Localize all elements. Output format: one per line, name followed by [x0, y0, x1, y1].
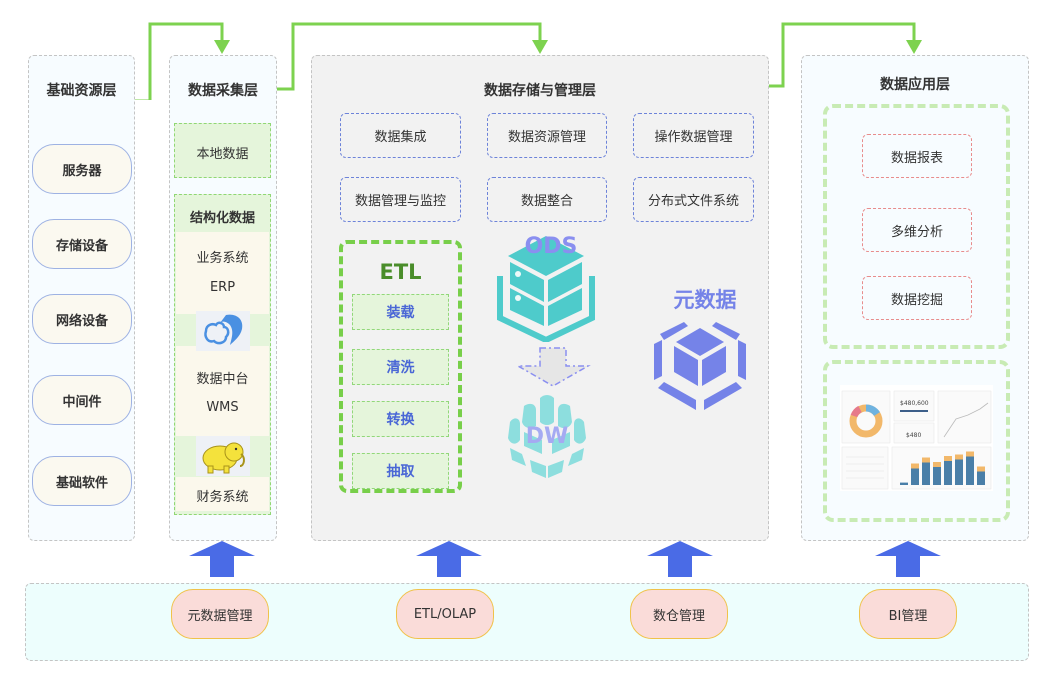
dw-label: DW — [525, 424, 569, 449]
dashboard-bar — [922, 462, 930, 485]
infra-item-storage[interactable]: 存储设备 — [32, 219, 132, 269]
module-distributed-file-system[interactable]: 分布式文件系统 — [633, 177, 754, 222]
mgmt-metadata[interactable]: 元数据管理 — [171, 589, 269, 639]
infrastructure-layer-title: 基础资源层 — [46, 83, 117, 99]
structured-data-title: 结构化数据 — [189, 211, 255, 226]
app-item-data-mining[interactable]: 数据挖掘 — [862, 276, 972, 320]
mgmt-etl-olap[interactable]: ETL/OLAP — [396, 589, 494, 639]
module-operational-data-management[interactable]: 操作数据管理 — [633, 113, 754, 158]
infra-item-network[interactable]: 网络设备 — [32, 294, 132, 344]
etl-step-transform[interactable]: 转换 — [352, 401, 449, 437]
infra-item-middleware[interactable]: 中间件 — [32, 375, 132, 425]
dashboard-kpi-1: $480,600 — [900, 400, 929, 407]
ods-to-dw-arrow — [515, 347, 591, 387]
dw-icon — [508, 395, 586, 478]
storage-layer-title: 数据存储与管理层 — [484, 83, 596, 99]
collection-layer-title: 数据采集层 — [188, 83, 258, 99]
module-data-resource-management[interactable]: 数据资源管理 — [487, 113, 607, 158]
source-business-system: 业务系统 — [196, 251, 249, 266]
dashboard-bar — [977, 471, 985, 485]
up-arrow-dw-mgmt — [647, 541, 713, 577]
dashboard-thumbnail: $480,600 $480 — [840, 385, 993, 491]
module-data-consolidation[interactable]: 数据整合 — [487, 177, 607, 222]
local-data-label: 本地数据 — [196, 147, 249, 162]
metadata-icon — [654, 322, 746, 410]
ods-label: ODS — [524, 234, 578, 259]
mgmt-bi[interactable]: BI管理 — [859, 589, 957, 639]
ods-icon — [497, 236, 595, 342]
arrowhead-storage — [532, 40, 548, 54]
etl-step-extract[interactable]: 抽取 — [352, 453, 449, 489]
source-data-platform: 数据中台 — [196, 372, 249, 387]
mgmt-dw[interactable]: 数仓管理 — [630, 589, 728, 639]
dashboard-bar-segment — [944, 456, 952, 461]
dashboard-bars — [900, 451, 985, 485]
app-item-multidim-analysis[interactable]: 多维分析 — [862, 208, 972, 252]
application-services-frame — [823, 104, 1010, 349]
dashboard-bar-segment — [933, 462, 941, 467]
dashboard-bar-segment — [955, 454, 963, 460]
infra-item-base-software[interactable]: 基础软件 — [32, 456, 132, 506]
hadoop-elephant-icon — [196, 436, 250, 476]
dashboard-bar — [900, 482, 908, 485]
structured-data-items-bg-2 — [176, 346, 269, 436]
dashboard-bar — [911, 468, 919, 485]
source-wms: WMS — [206, 400, 239, 415]
dashboard-frame — [823, 360, 1010, 522]
dashboard-bar-segment — [966, 451, 974, 457]
infra-item-server[interactable]: 服务器 — [32, 144, 132, 194]
mysql-dolphin-icon — [196, 311, 250, 351]
connector-storage-to-application — [769, 22, 916, 88]
dashboard-bar — [955, 459, 963, 485]
arrowhead-collection — [214, 40, 230, 54]
metadata-label: 元数据 — [673, 288, 737, 312]
dashboard-bar — [933, 467, 941, 485]
application-layer-title: 数据应用层 — [880, 77, 950, 93]
module-data-integration[interactable]: 数据集成 — [340, 113, 461, 158]
up-arrow-metadata-mgmt — [189, 541, 255, 577]
dashboard-bar-segment — [911, 463, 919, 469]
module-data-management-monitoring[interactable]: 数据管理与监控 — [340, 177, 461, 222]
source-erp: ERP — [209, 280, 236, 295]
up-arrow-bi-mgmt — [875, 541, 941, 577]
etl-title: ETL — [379, 260, 422, 284]
etl-step-load[interactable]: 装载 — [352, 294, 449, 330]
app-item-data-report[interactable]: 数据报表 — [862, 134, 972, 178]
dashboard-bar-segment — [977, 466, 985, 472]
connector-infra-to-collection — [135, 22, 224, 100]
structured-data-items-bg — [176, 232, 269, 314]
connector-collection-to-storage — [277, 22, 542, 91]
up-arrow-etl-olap — [416, 541, 482, 577]
etl-frame — [339, 240, 462, 493]
dashboard-bar — [966, 456, 974, 485]
etl-step-clean[interactable]: 清洗 — [352, 349, 449, 385]
arrowhead-application — [906, 40, 922, 54]
structured-data-items-bg-3 — [176, 477, 269, 511]
dashboard-kpi-2: $480 — [906, 432, 921, 439]
source-finance-system: 财务系统 — [196, 490, 249, 505]
dashboard-bar — [944, 461, 952, 485]
flow-connectors — [135, 22, 922, 100]
local-data-box[interactable]: 本地数据 — [174, 123, 271, 178]
dashboard-bar-segment — [922, 457, 930, 463]
